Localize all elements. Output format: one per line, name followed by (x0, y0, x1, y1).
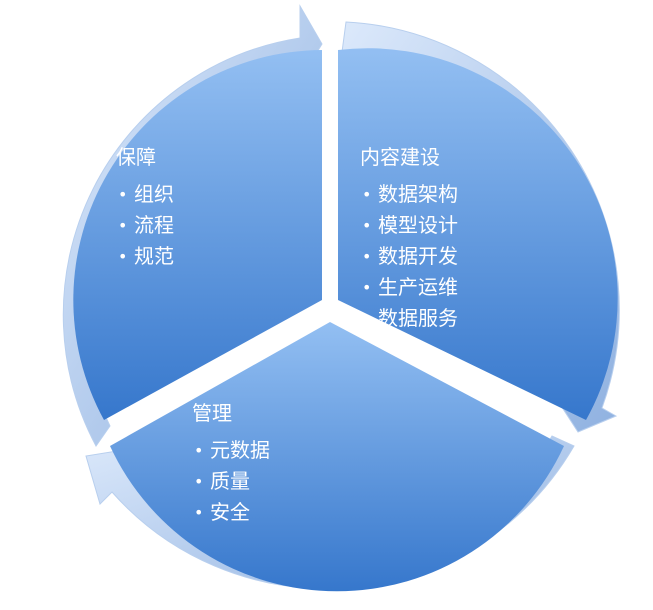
segment-baozhang: 保障 组织 流程 规范 (116, 142, 174, 272)
segment-items: 元数据 质量 安全 (192, 435, 270, 528)
segment-items: 组织 流程 规范 (116, 179, 174, 272)
list-item: 安全 (192, 497, 270, 528)
list-item: 质量 (192, 466, 270, 497)
list-item: 流程 (116, 210, 174, 241)
list-item: 生产运维 (360, 272, 458, 303)
list-item: 数据开发 (360, 241, 458, 272)
segment-title: 内容建设 (360, 145, 440, 169)
segment-items: 数据架构 模型设计 数据开发 生产运维 数据服务 (360, 179, 458, 334)
segment-guanli: 管理 元数据 质量 安全 (192, 398, 270, 528)
segment-top-left (73, 50, 322, 420)
list-item: 规范 (116, 241, 174, 272)
cycle-segments (73, 48, 618, 592)
list-item: 模型设计 (360, 210, 458, 241)
list-item: 数据服务 (360, 303, 458, 334)
list-item: 数据架构 (360, 179, 458, 210)
segment-title: 保障 (116, 145, 156, 169)
list-item: 元数据 (192, 435, 270, 466)
segment-title: 管理 (192, 401, 232, 425)
segment-neirong: 内容建设 数据架构 模型设计 数据开发 生产运维 数据服务 (360, 142, 458, 334)
list-item: 组织 (116, 179, 174, 210)
